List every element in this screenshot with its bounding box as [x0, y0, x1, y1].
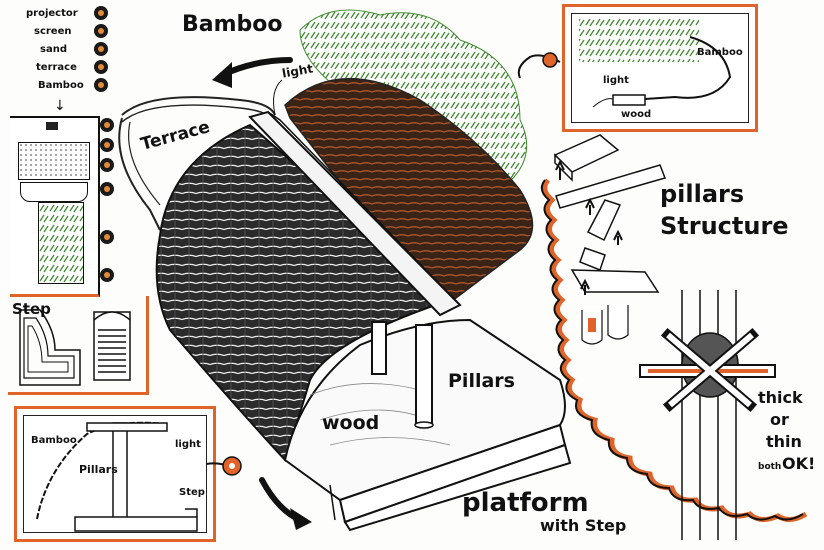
tag-hook-icon	[517, 52, 561, 79]
pillars-structure-title-2: Structure	[660, 212, 789, 240]
inset-sketch	[579, 17, 732, 108]
thin-label: thin	[766, 432, 802, 451]
sand-layer	[18, 142, 90, 180]
step-panel	[8, 296, 149, 395]
projector-element	[46, 122, 58, 130]
pillars-label: Pillars	[448, 370, 515, 392]
down-arrow-icon: ↓	[54, 98, 66, 114]
binding-hole-icon	[100, 230, 114, 244]
legend-hole-icon	[94, 24, 108, 38]
bamboo-title: Bamboo	[182, 12, 283, 37]
bamboo-layer	[38, 202, 84, 284]
legend-item-screen: screen	[34, 26, 72, 37]
inset-sketch	[36, 421, 198, 532]
binding-hole-icon	[100, 158, 114, 172]
inset-top-right: Bamboo light wood	[562, 4, 758, 132]
inset-step-label: Step	[179, 487, 205, 498]
legend-hole-icon	[94, 78, 108, 92]
legend-hole-icon	[94, 60, 108, 74]
binding-hole-icon	[100, 182, 114, 196]
section-panel	[10, 116, 100, 297]
inset-wood-label: wood	[621, 109, 652, 120]
inset-light-label: light	[175, 439, 201, 450]
inset-bottom-left: Bamboo light Pillars Step	[14, 406, 216, 542]
thick-label: thick	[758, 388, 803, 407]
inset-frame	[23, 415, 207, 533]
both-label: both	[758, 462, 782, 472]
tag-ring-icon	[206, 456, 242, 476]
binding-hole-icon	[100, 118, 114, 132]
legend-item-terrace: terrace	[36, 62, 77, 73]
legend-item-sand: sand	[40, 44, 67, 55]
inset-bamboo-label: Bamboo	[31, 435, 77, 446]
binding-hole-icon	[100, 268, 114, 282]
platform-label: platform	[462, 488, 589, 518]
step-label: Step	[12, 300, 51, 318]
legend-item-bamboo: Bamboo	[38, 80, 84, 91]
inset-light-label: light	[603, 75, 629, 86]
wood-label: wood	[322, 412, 380, 434]
binding-hole-icon	[100, 138, 114, 152]
inset-pillars-label: Pillars	[79, 463, 118, 476]
pillars-structure-title-1: pillars	[660, 180, 745, 208]
legend-hole-icon	[94, 6, 108, 20]
legend-list: projector screen sand terrace Bamboo ↓	[26, 6, 96, 114]
screen-layer	[20, 182, 88, 202]
or-label: or	[770, 410, 789, 429]
legend-hole-icon	[94, 42, 108, 56]
inset-frame	[571, 13, 749, 123]
with-step-label: with Step	[540, 516, 627, 535]
ok-label: OK!	[782, 454, 816, 473]
inset-bamboo-label: Bamboo	[697, 47, 743, 58]
legend-item-projector: projector	[26, 8, 78, 19]
